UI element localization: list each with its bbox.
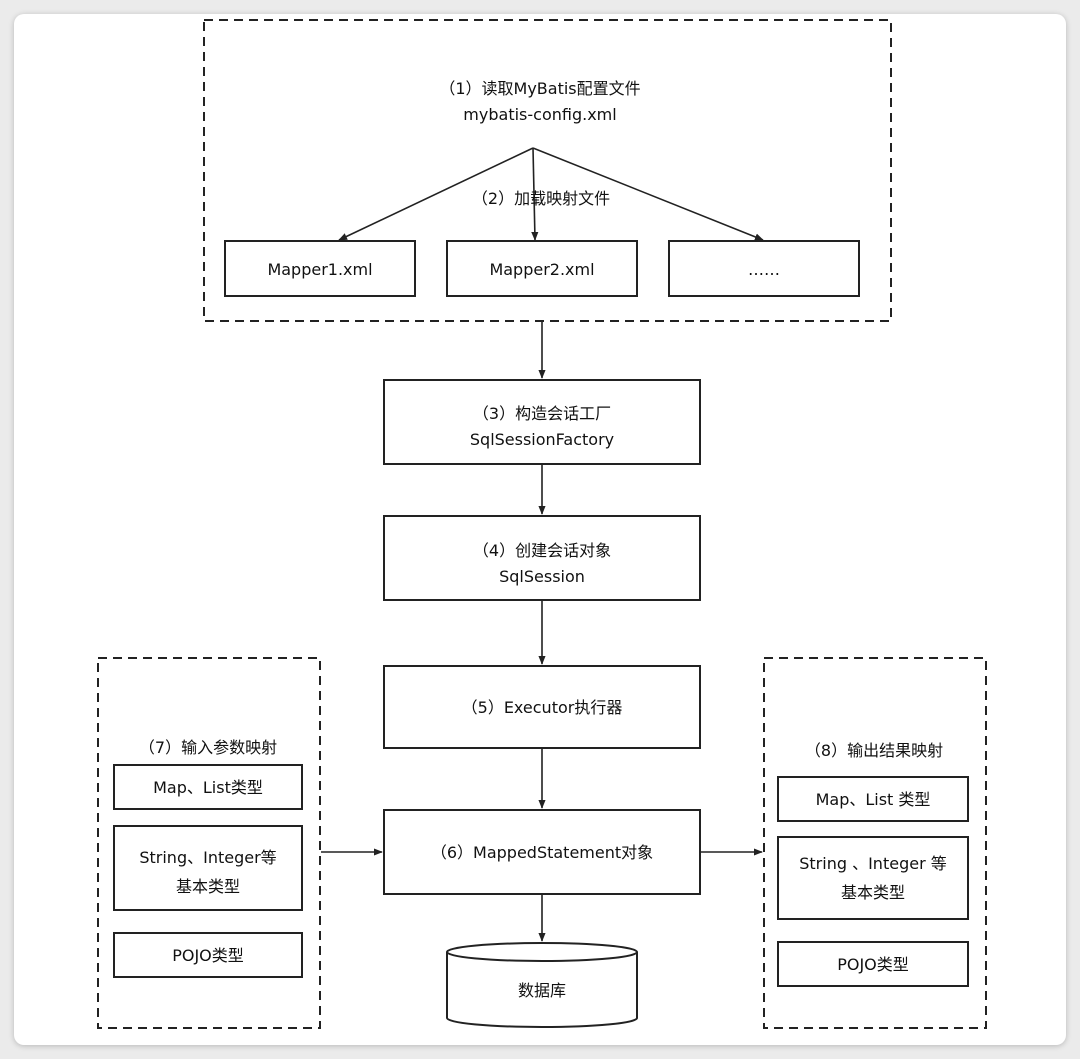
- config-title-line1: （1）读取MyBatis配置文件: [439, 79, 640, 98]
- output-basic-types-box: [777, 836, 969, 920]
- input-map-list-label: Map、List类型: [153, 778, 263, 797]
- mapper1-label: Mapper1.xml: [267, 260, 372, 279]
- output-map-list-label: Map、List 类型: [816, 790, 931, 809]
- mapper2-label: Mapper2.xml: [489, 260, 594, 279]
- input-mapping-title: （7）输入参数映射: [139, 738, 277, 757]
- input-pojo-box: [113, 932, 303, 978]
- output-map-list-box: [777, 776, 969, 822]
- session-factory-line2: SqlSessionFactory: [470, 430, 614, 449]
- output-basic-types-line2: 基本类型: [841, 883, 905, 902]
- input-basic-types-line1: String、Integer等: [139, 848, 276, 867]
- load-arrow-mapper-more: [532, 147, 764, 241]
- database-cylinder: [446, 952, 638, 1028]
- executor-box: [383, 665, 701, 749]
- input-map-list-box: [113, 764, 303, 810]
- output-basic-types-line1: String 、Integer 等: [799, 854, 946, 873]
- mapped-statement-box: [383, 809, 701, 895]
- mapper2-box: [446, 240, 638, 297]
- config-title-line2: mybatis-config.xml: [463, 105, 616, 124]
- session-line1: （4）创建会话对象: [473, 541, 611, 560]
- input-mapping-dashed-group: [97, 657, 321, 1029]
- output-mapping-dashed-group: [763, 657, 987, 1029]
- output-mapping-title: （8）输出结果映射: [805, 741, 943, 760]
- output-pojo-box: [777, 941, 969, 987]
- input-pojo-label: POJO类型: [172, 946, 244, 965]
- session-factory-box: [383, 379, 701, 465]
- database-cylinder-top: [446, 942, 638, 962]
- load-arrow-mapper2: [531, 147, 539, 241]
- session-line2: SqlSession: [499, 567, 585, 586]
- input-basic-types-box: [113, 825, 303, 911]
- database-label: 数据库: [518, 981, 566, 1000]
- mapped-statement-label: （6）MappedStatement对象: [431, 843, 653, 862]
- session-factory-line1: （3）构造会话工厂: [473, 404, 611, 423]
- executor-label: （5）Executor执行器: [462, 698, 623, 717]
- output-pojo-label: POJO类型: [837, 955, 909, 974]
- session-box: [383, 515, 701, 601]
- mapper1-box: [224, 240, 416, 297]
- input-basic-types-line2: 基本类型: [176, 877, 240, 896]
- load-mapping-label: （2）加载映射文件: [472, 189, 610, 208]
- mapper-more-box: [668, 240, 860, 297]
- mapper-more-label: ……: [748, 260, 780, 279]
- diagram-frame: [14, 14, 1066, 1045]
- load-arrow-mapper1: [338, 147, 534, 241]
